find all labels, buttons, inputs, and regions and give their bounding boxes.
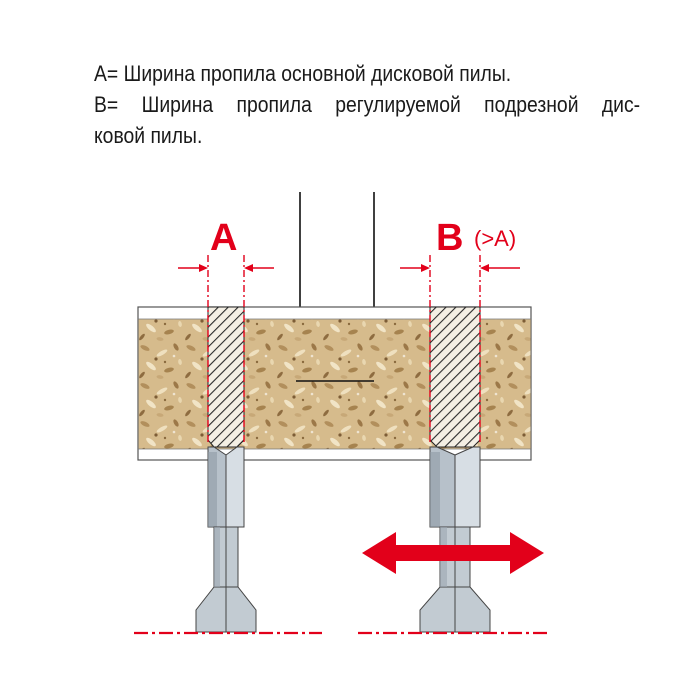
caption-line-1: A= Ширина пропила основной дисковой пилы… [94, 61, 512, 86]
caption-word: B= [94, 92, 119, 117]
caption-word: дис- [601, 92, 641, 117]
dimension-a [178, 264, 274, 272]
caption-line-3: ковой пилы. [94, 123, 203, 148]
main-saw-blade [195, 446, 257, 633]
label-a: A [210, 217, 237, 259]
caption-line-2: B= Ширина пропила регулируемой подрезной… [94, 89, 640, 120]
caption-word: подрезной [484, 92, 579, 117]
dimension-b [400, 264, 520, 272]
double-arrow-icon [362, 532, 544, 574]
kerf-a [207, 306, 245, 448]
kerf-b [429, 306, 481, 448]
dimension-guides [207, 255, 481, 445]
label-b: B [436, 217, 463, 259]
caption-word: регулируемой [335, 92, 461, 117]
scoring-saw-blade [419, 446, 491, 633]
caption: A= Ширина пропила основной дисковой пилы… [94, 58, 640, 151]
caption-word: пропила [236, 92, 312, 117]
caption-word: Ширина [141, 92, 214, 117]
label-b-note: (>A) [474, 226, 516, 251]
